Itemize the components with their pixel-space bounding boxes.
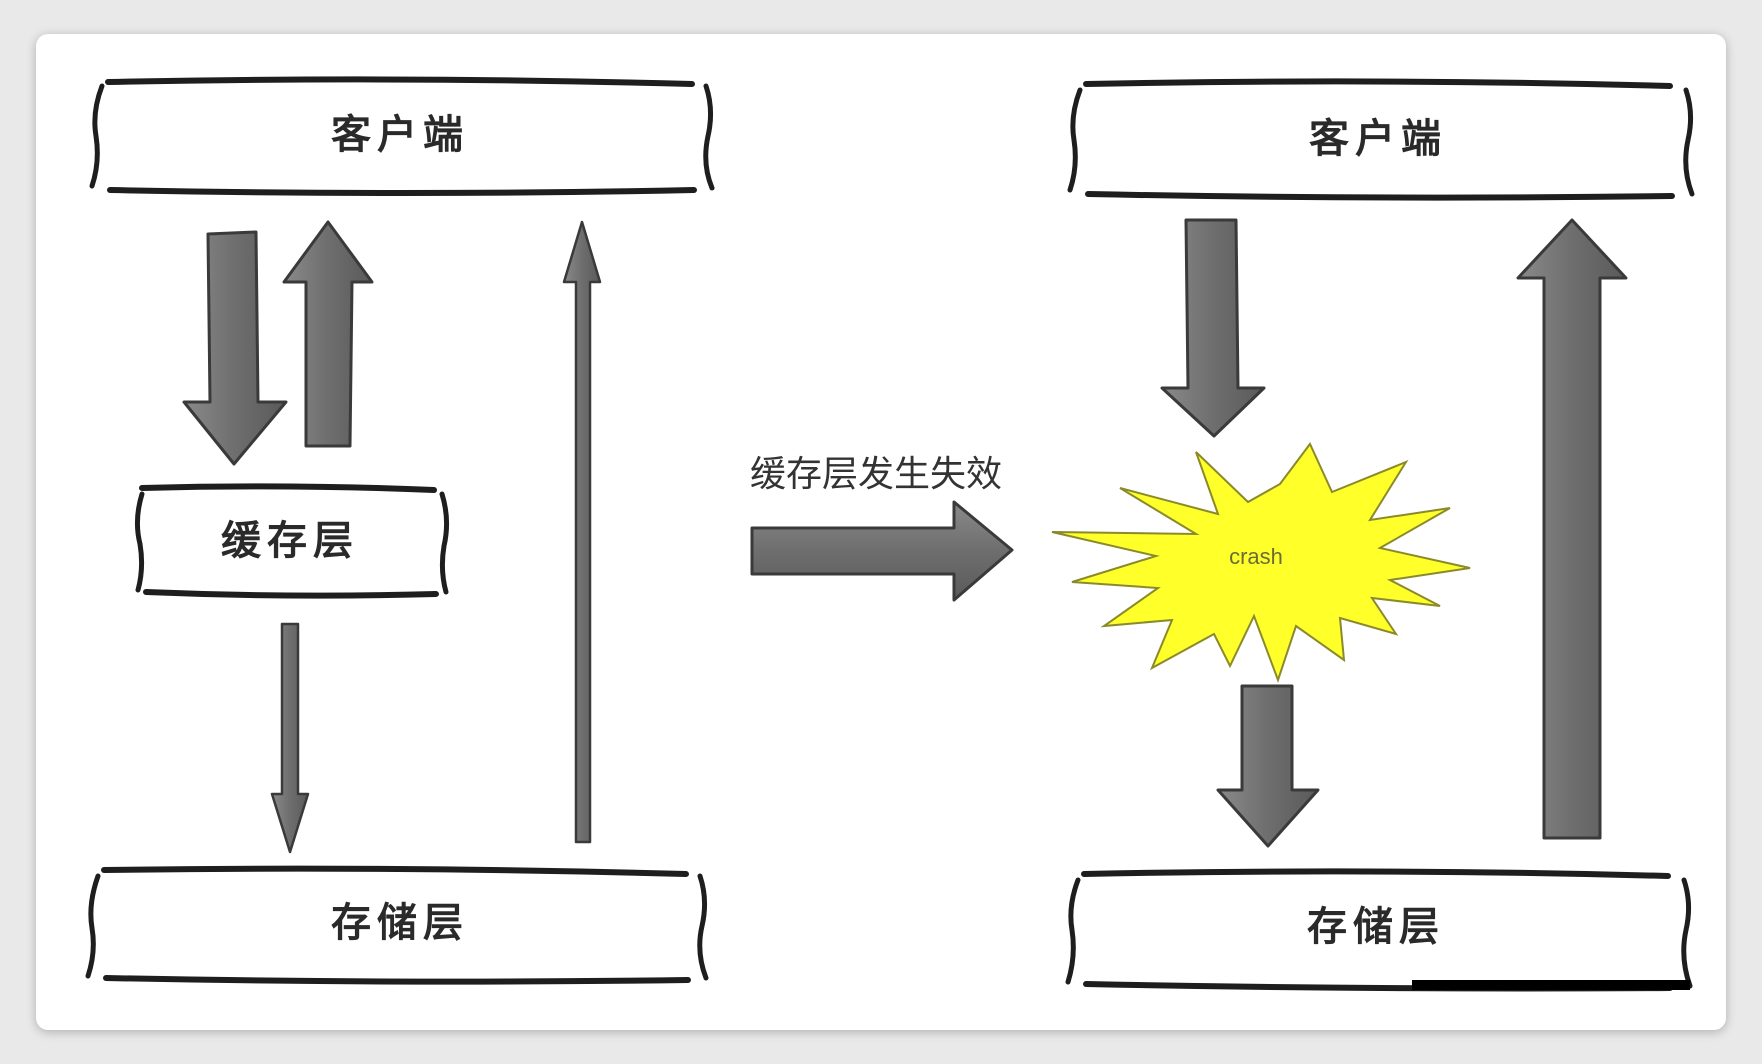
- transition-arrow: [750, 500, 1014, 602]
- left-arrow-cache-to-storage: [270, 622, 310, 854]
- left-storage-label: 存储层: [331, 899, 469, 946]
- left-client-box: 客户端: [89, 76, 715, 196]
- left-arrow-cache-to-client: [282, 220, 374, 448]
- right-storage-box: 存储层: [1065, 868, 1693, 992]
- right-storage-bottom-bar: [1412, 980, 1690, 990]
- left-cache-label: 缓存层: [221, 517, 359, 564]
- transition-caption: 缓存层发生失效: [750, 454, 1002, 495]
- crash-label: crash: [1229, 544, 1283, 569]
- left-cache-box: 缓存层: [134, 483, 450, 599]
- right-client-label: 客户端: [1309, 115, 1447, 162]
- right-arrow-client-to-crash: [1160, 218, 1266, 438]
- right-client-box: 客户端: [1067, 78, 1695, 201]
- crash-burst: [1051, 442, 1471, 683]
- left-client-label: 客户端: [331, 111, 469, 158]
- left-arrow-storage-to-client: [562, 220, 602, 844]
- left-arrow-client-to-cache: [182, 230, 288, 466]
- left-storage-box: 存储层: [85, 865, 709, 985]
- right-arrow-crash-to-storage: [1216, 684, 1320, 848]
- right-storage-label: 存储层: [1307, 903, 1445, 950]
- right-arrow-storage-to-client: [1516, 218, 1628, 840]
